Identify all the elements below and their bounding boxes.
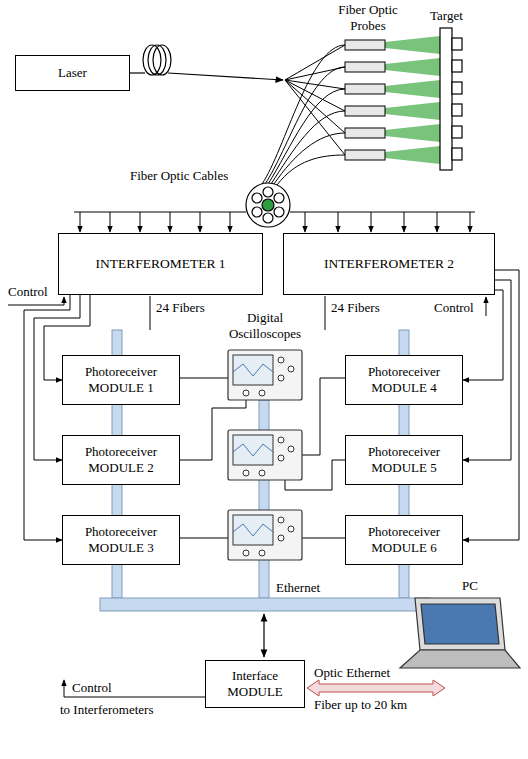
box-text: Photoreceiver MODULE 6 xyxy=(351,524,457,555)
process-box: Photoreceiver MODULE 6 xyxy=(345,515,463,565)
text-label: Control xyxy=(72,680,142,696)
oscilloscope-part xyxy=(259,390,265,396)
oscilloscope-part xyxy=(288,366,294,372)
text-label: PC xyxy=(462,578,502,594)
oscilloscope-part xyxy=(233,524,273,536)
oscilloscope-part xyxy=(228,350,302,400)
box-text: Photoreceiver MODULE 4 xyxy=(351,364,457,395)
oscilloscope-part xyxy=(278,455,284,461)
process-box: Photoreceiver MODULE 1 xyxy=(62,355,180,405)
oscilloscope-part xyxy=(243,470,249,476)
text-label: Fiber up to 20 km xyxy=(314,697,414,713)
process-box: INTERFEROMETER 2 xyxy=(283,233,495,295)
text-label: to Interferometers xyxy=(60,702,190,718)
box-text: Photoreceiver MODULE 1 xyxy=(68,364,174,395)
text-label: 24 Fibers xyxy=(331,300,401,316)
box-text: INTERFEROMETER 1 xyxy=(95,256,225,272)
box-text: Laser xyxy=(58,65,87,81)
oscilloscope-part xyxy=(233,355,273,385)
oscilloscope-part xyxy=(278,535,284,541)
text-label: Digital Oscilloscopes xyxy=(222,310,308,341)
process-box: Interface MODULE xyxy=(205,660,305,708)
text-label: Control xyxy=(8,284,68,300)
oscilloscope-part xyxy=(228,510,302,560)
laptop-icon xyxy=(400,598,520,668)
oscilloscope-part xyxy=(233,364,273,376)
oscilloscope-part xyxy=(259,470,265,476)
process-box: Photoreceiver MODULE 4 xyxy=(345,355,463,405)
fiber-probes xyxy=(345,36,440,164)
text-label: Fiber Optic Cables xyxy=(130,168,248,184)
process-box: Photoreceiver MODULE 5 xyxy=(345,435,463,485)
process-box: Laser xyxy=(15,55,130,91)
box-text: INTERFEROMETER 2 xyxy=(324,256,454,272)
text-label: 24 Fibers xyxy=(156,300,226,316)
oscilloscope-part xyxy=(243,390,249,396)
oscilloscope-part xyxy=(233,435,273,465)
box-text: Photoreceiver MODULE 2 xyxy=(68,444,174,475)
oscilloscope-part xyxy=(278,437,284,443)
optic-ethernet-arrow xyxy=(307,680,445,696)
target xyxy=(440,28,462,170)
box-text: Photoreceiver MODULE 3 xyxy=(68,524,174,555)
text-label: Optic Ethernet xyxy=(314,665,414,681)
text-label: Fiber Optic Probes xyxy=(328,2,408,33)
oscilloscope-part xyxy=(288,446,294,452)
fiber-cables xyxy=(262,45,345,185)
oscilloscope-part xyxy=(228,430,302,480)
box-text: Interface MODULE xyxy=(211,668,299,699)
oscilloscope-part xyxy=(278,357,284,363)
process-box: Photoreceiver MODULE 2 xyxy=(62,435,180,485)
oscilloscope-part xyxy=(259,550,265,556)
process-box: Photoreceiver MODULE 3 xyxy=(62,515,180,565)
fiber-bundle xyxy=(246,183,290,227)
fiber-connector xyxy=(24,295,70,540)
oscilloscope-part xyxy=(233,515,273,545)
oscilloscope-part xyxy=(278,375,284,381)
fiber-coil xyxy=(130,45,283,80)
text-label: Target xyxy=(430,8,480,24)
oscilloscope-icons xyxy=(228,350,302,560)
box-text: Photoreceiver MODULE 5 xyxy=(351,444,457,475)
oscilloscope-part xyxy=(288,526,294,532)
oscilloscope-part xyxy=(243,550,249,556)
text-label: Ethernet xyxy=(276,580,346,596)
process-box: INTERFEROMETER 1 xyxy=(58,233,263,295)
oscilloscope-part xyxy=(233,444,273,456)
control-line xyxy=(8,296,486,697)
bus-arrow xyxy=(263,614,264,657)
oscilloscope-part xyxy=(278,517,284,523)
text-label: Control xyxy=(434,300,484,316)
